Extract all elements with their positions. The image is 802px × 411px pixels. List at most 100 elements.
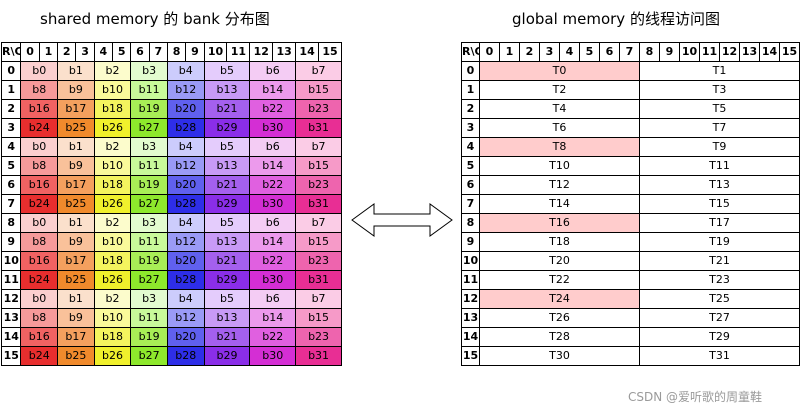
column-header: 5 — [579, 42, 600, 62]
thread-cell: T15 — [639, 194, 800, 214]
column-header: 4 — [559, 42, 580, 62]
thread-cell: T13 — [639, 175, 800, 195]
bank-cell: b9 — [57, 80, 95, 100]
bank-cell: b30 — [249, 194, 297, 214]
bank-cell: b17 — [57, 175, 95, 195]
column-header: 3 — [75, 42, 95, 62]
column-header: 5 — [112, 42, 132, 62]
bank-cell: b7 — [295, 289, 342, 309]
row-header: 9 — [461, 232, 480, 252]
bank-cell: b3 — [130, 289, 168, 309]
bank-cell: b14 — [249, 156, 297, 176]
column-header: 14 — [295, 42, 320, 62]
bank-cell: b16 — [20, 251, 59, 271]
row-header: 15 — [461, 346, 480, 366]
row-header: 2 — [0, 99, 22, 119]
bank-cell: b2 — [93, 61, 132, 81]
column-header: 15 — [318, 42, 342, 62]
bank-cell: b31 — [295, 194, 342, 214]
row-header: 1 — [0, 80, 22, 100]
bank-cell: b9 — [57, 156, 95, 176]
column-header: 6 — [599, 42, 620, 62]
bank-cell: b12 — [166, 308, 205, 328]
bank-cell: b22 — [249, 99, 297, 119]
bank-cell: b5 — [203, 289, 251, 309]
bank-cell: b24 — [20, 346, 59, 366]
row-header: 4 — [0, 137, 22, 157]
thread-cell: T31 — [639, 346, 800, 366]
bank-cell: b14 — [249, 308, 297, 328]
row-header: 3 — [461, 118, 480, 138]
bank-cell: b6 — [249, 289, 297, 309]
bank-cell: b2 — [93, 137, 132, 157]
bank-cell: b25 — [57, 118, 95, 138]
thread-cell: T9 — [639, 137, 800, 157]
thread-cell: T21 — [639, 251, 800, 271]
bank-cell: b23 — [295, 99, 342, 119]
bank-cell: b1 — [57, 213, 95, 233]
bank-cell: b3 — [130, 213, 168, 233]
bank-cell: b15 — [295, 308, 342, 328]
row-header: 4 — [461, 137, 480, 157]
bank-cell: b21 — [203, 175, 251, 195]
corner-label: R\C — [0, 42, 22, 62]
column-header: 2 — [57, 42, 77, 62]
column-header: 0 — [20, 42, 40, 62]
bank-cell: b29 — [203, 118, 251, 138]
bank-cell: b10 — [93, 308, 132, 328]
column-header: 0 — [479, 42, 500, 62]
bank-cell: b13 — [203, 232, 251, 252]
thread-cell: T11 — [639, 156, 800, 176]
thread-cell: T25 — [639, 289, 800, 309]
bank-cell: b18 — [93, 175, 132, 195]
bank-cell: b30 — [249, 118, 297, 138]
bank-cell: b17 — [57, 99, 95, 119]
bank-cell: b19 — [130, 251, 168, 271]
bank-cell: b0 — [20, 137, 59, 157]
bank-cell: b25 — [57, 346, 95, 366]
thread-cell: T4 — [479, 99, 640, 119]
bank-cell: b10 — [93, 232, 132, 252]
bank-cell: b1 — [57, 137, 95, 157]
bank-cell: b5 — [203, 137, 251, 157]
bank-cell: b30 — [249, 346, 297, 366]
bank-cell: b15 — [295, 80, 342, 100]
thread-cell: T1 — [639, 61, 800, 81]
bank-cell: b22 — [249, 327, 297, 347]
bank-cell: b21 — [203, 251, 251, 271]
bank-cell: b13 — [203, 308, 251, 328]
column-header: 9 — [185, 42, 205, 62]
bank-cell: b24 — [20, 194, 59, 214]
thread-cell: T19 — [639, 232, 800, 252]
bank-cell: b22 — [249, 175, 297, 195]
bank-cell: b28 — [166, 118, 205, 138]
column-header: 7 — [148, 42, 168, 62]
column-header: 14 — [759, 42, 780, 62]
double-arrow-icon — [351, 203, 453, 237]
bank-cell: b11 — [130, 232, 168, 252]
column-header: 10 — [203, 42, 228, 62]
column-header: 4 — [93, 42, 114, 62]
thread-access-title: global memory 的线程访问图 — [512, 10, 720, 28]
bank-cell: b10 — [93, 80, 132, 100]
bank-cell: b7 — [295, 137, 342, 157]
bank-cell: b20 — [166, 99, 205, 119]
row-header: 14 — [461, 327, 480, 347]
bank-cell: b23 — [295, 175, 342, 195]
column-header: 2 — [519, 42, 540, 62]
bank-cell: b16 — [20, 99, 59, 119]
column-header: 15 — [779, 42, 800, 62]
